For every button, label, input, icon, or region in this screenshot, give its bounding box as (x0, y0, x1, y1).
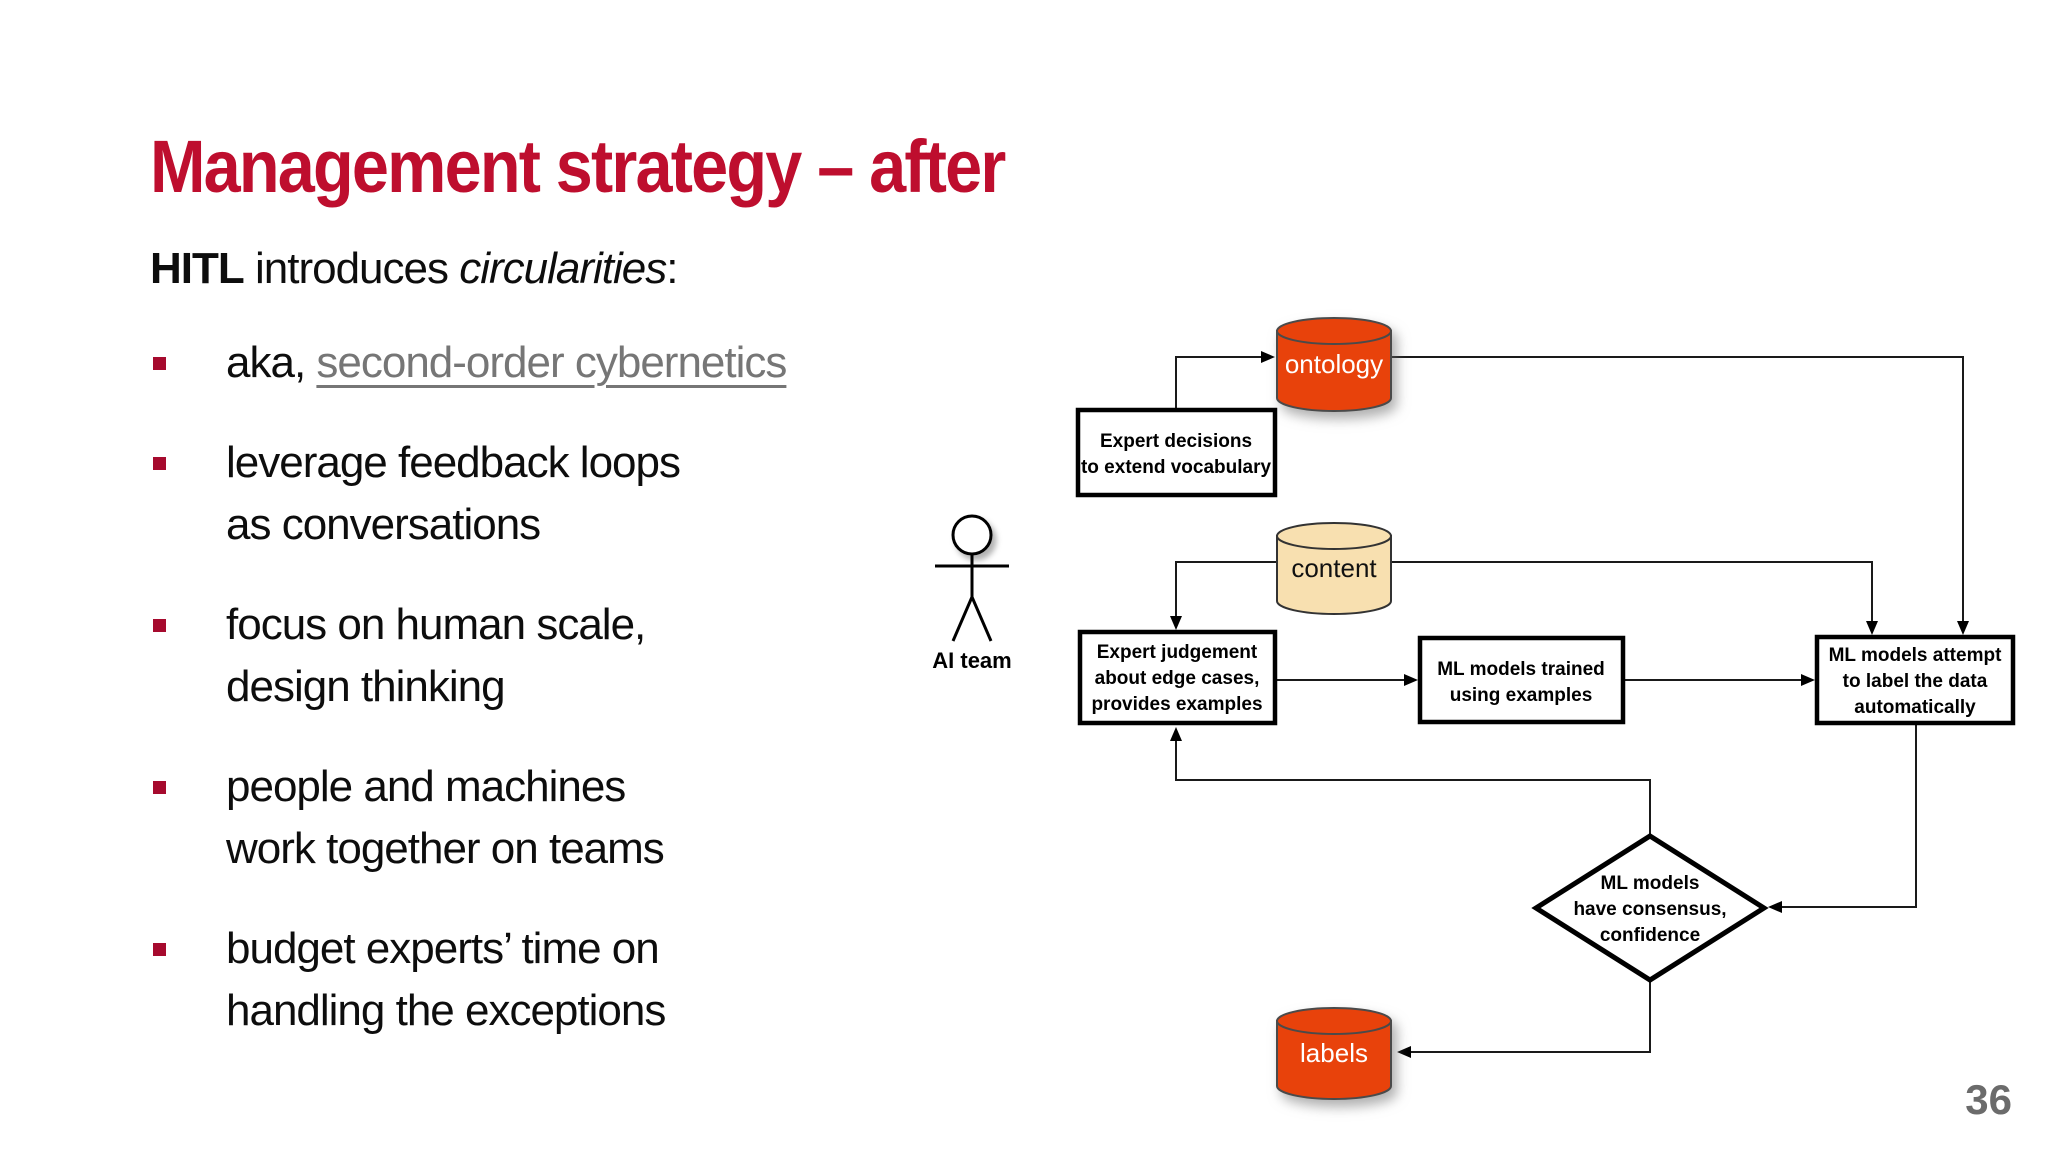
expert-judgement-line3: provides examples (1091, 694, 1262, 715)
bullet4-line2: work together on teams (226, 824, 665, 873)
bullet-item-1: aka, second-order cybernetics (150, 332, 890, 394)
consensus-line2: have consensus, (1573, 899, 1726, 920)
consensus-line3: confidence (1600, 925, 1700, 946)
bullet3-line2: design thinking (226, 662, 506, 711)
connector-content-to-mlattempt-arrow (1391, 561, 1878, 635)
content-label: content (1291, 553, 1377, 583)
bullet-square-icon (153, 781, 166, 794)
diamond-shape (1531, 833, 1769, 983)
connector-content-to-judgement-arrow (1170, 561, 1277, 630)
ontology-cylinder: ontology (1276, 317, 1392, 412)
ml-trained-line1: ML models trained (1437, 659, 1605, 680)
bullet-column: HITL introduces circularities: aka, seco… (150, 238, 890, 1080)
bullet-text: aka, second-order cybernetics (226, 332, 787, 394)
labels-cylinder: labels (1276, 1007, 1392, 1100)
cylinder-body (1276, 330, 1392, 412)
actor-label: AI team (932, 648, 1011, 673)
cylinder-top (1276, 317, 1392, 345)
expert-judgement-box: Expert judgement about edge cases, provi… (1077, 629, 1278, 726)
intro-middle: introduces (243, 244, 460, 293)
ml-trained-box: ML models trained using examples (1417, 635, 1626, 725)
cylinder-top (1276, 1007, 1392, 1035)
bullet4-line1: people and machines (226, 762, 626, 811)
page-title: Management strategy – after (150, 124, 1006, 208)
ai-team-actor: AI team (932, 514, 1012, 673)
cylinder-top (1276, 522, 1392, 550)
box-rect (1075, 407, 1278, 498)
expert-decisions-line1: Expert decisions (1100, 431, 1252, 452)
bullet3-line1: focus on human scale, (226, 600, 646, 649)
connector-decisions-to-ontology-arrow (1175, 351, 1275, 410)
actor-body-icon (935, 554, 1009, 642)
bullet-text: focus on human scale, design thinking (226, 594, 646, 718)
ml-attempt-box: ML models attempt to label the data auto… (1814, 634, 2016, 726)
expert-judgement-line2: about edge cases, (1095, 668, 1260, 689)
second-order-cybernetics-link[interactable]: second-order cybernetics (316, 338, 787, 387)
bullet-item-5: budget experts’ time on handling the exce… (150, 918, 890, 1042)
ml-trained-line2: using examples (1450, 685, 1593, 706)
intro-tail: : (666, 244, 678, 293)
box-rect (1417, 635, 1626, 725)
bullet-square-icon (153, 357, 166, 370)
expert-decisions-line2: to extend vocabulary (1081, 457, 1271, 478)
bullet-text: leverage feedback loops as conversations (226, 432, 681, 556)
consensus-diamond: ML models have consensus, confidence (1531, 833, 1769, 983)
expert-judgement-line1: Expert judgement (1097, 642, 1258, 663)
box-rect (1814, 634, 2016, 726)
ml-attempt-line2: to label the data (1843, 671, 1988, 692)
actor-head-icon (951, 514, 993, 556)
content-cylinder: content (1276, 522, 1392, 615)
bullet-text: budget experts’ time on handling the exce… (226, 918, 666, 1042)
bullet-list: aka, second-order cybernetics leverage f… (150, 332, 890, 1042)
bullet-square-icon (153, 943, 166, 956)
cylinder-body (1276, 1020, 1392, 1100)
bullet-item-3: focus on human scale, design thinking (150, 594, 890, 718)
connector-consensus-to-labels-arrow (1397, 980, 1651, 1058)
consensus-line1: ML models (1601, 873, 1700, 894)
connector-mlattempt-to-consensus-arrow (1768, 723, 1917, 913)
bullet-text: people and machines work together on team… (226, 756, 665, 880)
labels-label: labels (1300, 1038, 1368, 1068)
connector-consensus-to-judgement-arrow (1170, 727, 1651, 836)
bullet-item-4: people and machines work together on team… (150, 756, 890, 880)
expert-decisions-box: Expert decisions to extend vocabulary (1075, 407, 1278, 498)
ml-attempt-line1: ML models attempt (1829, 645, 2002, 666)
ontology-label: ontology (1285, 349, 1383, 379)
bullet5-line2: handling the exceptions (226, 986, 666, 1035)
page-number: 36 (1965, 1076, 2012, 1123)
box-rect (1077, 629, 1278, 726)
intro-line: HITL introduces circularities: (150, 238, 890, 300)
connector-ontology-to-mlattempt-arrow (1391, 356, 1969, 635)
bullet-item-2: leverage feedback loops as conversations (150, 432, 890, 556)
bullet1-prefix: aka, (226, 338, 317, 387)
ml-attempt-line3: automatically (1854, 697, 1976, 718)
cylinder-body (1276, 535, 1392, 615)
intro-italic: circularities (459, 244, 667, 293)
bullet2-line1: leverage feedback loops (226, 438, 681, 487)
bullet-square-icon (153, 619, 166, 632)
bullet2-line2: as conversations (226, 500, 541, 549)
bullet5-line1: budget experts’ time on (226, 924, 660, 973)
bullet-square-icon (153, 457, 166, 470)
intro-bold: HITL (150, 244, 245, 293)
